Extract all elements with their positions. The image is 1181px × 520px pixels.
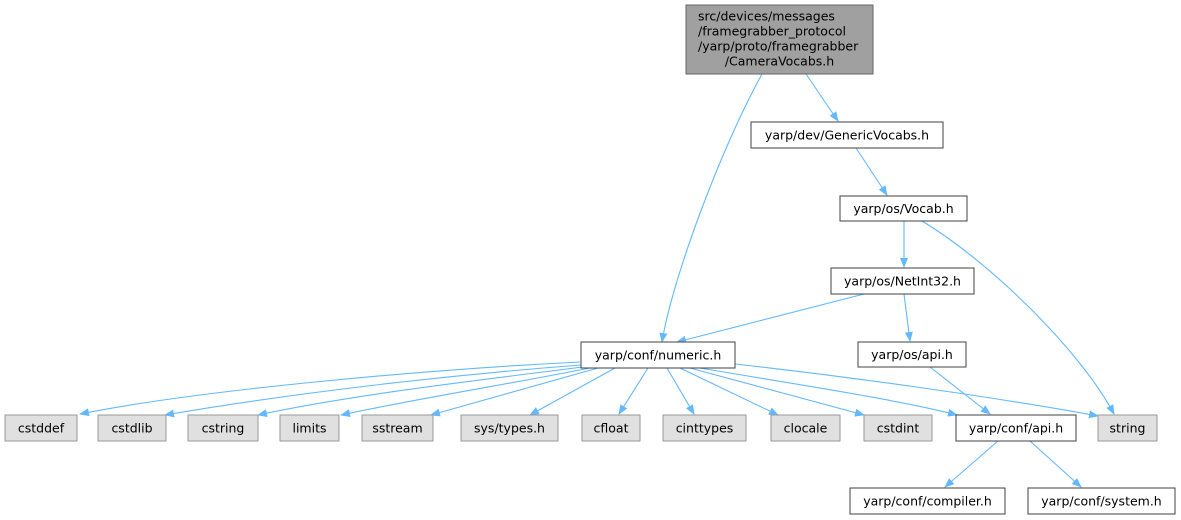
node-camera-vocabs-root[interactable]: src/devices/messages /framegrabber_proto… — [685, 4, 874, 75]
node-cstddef[interactable]: cstddef — [4, 414, 78, 442]
edge-numeric-to-sys-types — [529, 367, 616, 416]
edge-numeric-to-cstdint — [689, 367, 865, 417]
node-numeric[interactable]: yarp/conf/numeric.h — [580, 341, 736, 369]
edge-numeric-to-cstdlib — [164, 364, 582, 418]
edge-numeric-to-cfloat — [618, 367, 649, 415]
edge-numeric-to-conf-api — [699, 367, 958, 417]
node-conf-api[interactable]: yarp/conf/api.h — [955, 414, 1077, 442]
sys-types-label: sys/types.h — [474, 421, 545, 436]
edge-root-to-generic-vocabs — [805, 73, 839, 122]
generic-vocabs-label: yarp/dev/GenericVocabs.h — [765, 128, 929, 143]
nodes: src/devices/messages /framegrabber_proto… — [4, 4, 1176, 515]
node-cstdlib[interactable]: cstdlib — [97, 414, 167, 442]
edge-conf-api-to-system — [1029, 440, 1082, 488]
edge-generic-vocabs-to-vocab — [855, 147, 888, 196]
edge-numeric-to-sstream — [430, 367, 599, 417]
root-label-line-3: /yarp/proto/framegrabber — [698, 39, 859, 54]
edge-numeric-to-string — [734, 363, 1099, 419]
root-label-line-2: /framegrabber_protocol — [698, 24, 846, 39]
compiler-label: yarp/conf/compiler.h — [863, 494, 992, 509]
node-sys-types[interactable]: sys/types.h — [460, 414, 559, 442]
node-vocab[interactable]: yarp/os/Vocab.h — [839, 195, 968, 222]
limits-label: limits — [292, 421, 326, 436]
edge-os-api-to-conf-api — [929, 366, 991, 415]
edge-numeric-to-cstddef — [79, 361, 581, 417]
edge-root-to-numeric — [659, 73, 763, 343]
edge-numeric-to-cstring — [257, 366, 584, 417]
edge-conf-api-to-compiler — [944, 440, 999, 488]
cinttypes-label: cinttypes — [676, 421, 734, 436]
node-limits[interactable]: limits — [279, 414, 340, 442]
cstring-label: cstring — [202, 421, 245, 436]
node-generic-vocabs[interactable]: yarp/dev/GenericVocabs.h — [750, 121, 944, 149]
edges — [79, 73, 1115, 488]
root-label-line-4: /CameraVocabs.h — [725, 54, 834, 69]
numeric-label: yarp/conf/numeric.h — [595, 348, 722, 363]
edge-numeric-to-limits — [340, 367, 591, 418]
vocab-label: yarp/os/Vocab.h — [853, 201, 953, 216]
node-netint32[interactable]: yarp/os/NetInt32.h — [830, 267, 975, 295]
edge-netint32-to-os-api — [903, 293, 913, 342]
node-cstdint[interactable]: cstdint — [863, 414, 933, 442]
os-api-label: yarp/os/api.h — [871, 347, 953, 362]
node-cfloat[interactable]: cfloat — [581, 414, 641, 442]
cstdlib-label: cstdlib — [111, 421, 152, 436]
node-clocale[interactable]: clocale — [770, 414, 841, 442]
sstream-label: sstream — [372, 421, 422, 436]
edge-vocab-to-string — [921, 220, 1115, 415]
cfloat-label: cfloat — [594, 421, 629, 436]
node-cinttypes[interactable]: cinttypes — [662, 414, 747, 442]
string-label: string — [1110, 421, 1146, 436]
cstddef-label: cstddef — [18, 421, 65, 436]
node-system[interactable]: yarp/conf/system.h — [1027, 487, 1176, 515]
node-sstream[interactable]: sstream — [361, 414, 434, 442]
edge-numeric-to-clocale — [679, 367, 779, 416]
cstdint-label: cstdint — [877, 421, 920, 436]
node-cstring[interactable]: cstring — [187, 414, 259, 442]
root-label-line-1: src/devices/messages — [698, 9, 835, 24]
netint32-label: yarp/os/NetInt32.h — [844, 274, 961, 289]
conf-api-label: yarp/conf/api.h — [969, 421, 1063, 436]
edge-numeric-to-cinttypes — [666, 367, 695, 415]
clocale-label: clocale — [784, 421, 828, 436]
node-os-api[interactable]: yarp/os/api.h — [857, 341, 967, 368]
system-label: yarp/conf/system.h — [1041, 494, 1161, 509]
node-string[interactable]: string — [1097, 414, 1158, 442]
node-compiler[interactable]: yarp/conf/compiler.h — [849, 487, 1006, 515]
edge-netint32-to-numeric — [676, 293, 865, 344]
